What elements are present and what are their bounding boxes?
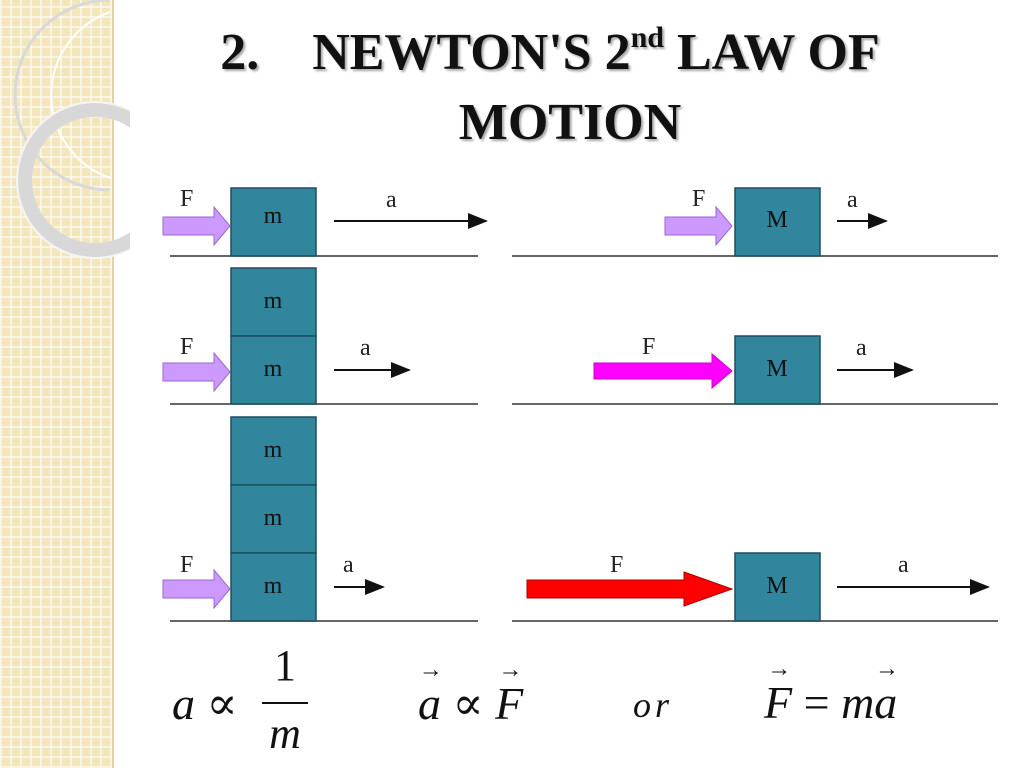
- acceleration-label: a: [360, 335, 371, 361]
- mass-label: m: [264, 437, 283, 463]
- force-label: F: [180, 186, 193, 212]
- force-arrow-small: [162, 568, 231, 610]
- mass-block: [230, 335, 317, 405]
- mass-block: [734, 335, 821, 405]
- acceleration-label: a: [386, 187, 397, 213]
- equals-symbol: =: [803, 677, 830, 728]
- title-line1: NEWTON'S 2: [312, 24, 631, 81]
- vector-f: F: [495, 677, 523, 730]
- fraction-bar: [262, 702, 308, 704]
- acceleration-label: a: [898, 552, 909, 578]
- mass-label: m: [264, 203, 283, 229]
- mass-block: [734, 187, 821, 257]
- vector-f: F: [764, 676, 792, 729]
- force-label: F: [180, 552, 193, 578]
- mass-label: M: [766, 573, 787, 599]
- mass-label: M: [766, 356, 787, 382]
- mass-block: [230, 484, 317, 554]
- acceleration-label: a: [856, 335, 867, 361]
- mass-label: M: [766, 207, 787, 233]
- mass-block: [230, 187, 317, 257]
- force-arrow-small: [664, 205, 733, 247]
- force-arrow-large: [526, 571, 734, 607]
- title-line1-end: LAW OF: [663, 24, 880, 81]
- vector-a: a: [418, 677, 441, 730]
- fraction-denominator: m: [269, 709, 301, 758]
- mass-label: m: [264, 505, 283, 531]
- ring-ornament-icon: [13, 0, 130, 259]
- formula-m: m: [841, 677, 875, 728]
- mass-label: m: [264, 356, 283, 382]
- mass-block: [734, 552, 821, 622]
- title-line2: MOTION: [458, 94, 682, 151]
- acceleration-label: a: [343, 552, 354, 578]
- force-label: F: [610, 552, 623, 578]
- force-label: F: [642, 334, 655, 360]
- formula-or: or: [633, 685, 674, 725]
- acceleration-label: a: [847, 187, 858, 213]
- formula-newton-second-law: F = ma: [764, 676, 897, 729]
- mass-label: m: [264, 573, 283, 599]
- formula-inverse-mass: a ∝: [172, 676, 238, 730]
- formula-a: a: [172, 678, 195, 729]
- force-label: F: [180, 334, 193, 360]
- force-label: F: [692, 186, 705, 212]
- fraction-numerator: 1: [274, 641, 296, 690]
- formula-proportional-force: a ∝ F: [418, 676, 523, 730]
- proportional-symbol: ∝: [206, 678, 238, 729]
- mass-label: m: [264, 288, 283, 314]
- force-arrow-medium: [593, 352, 733, 390]
- force-arrow-small: [162, 205, 231, 247]
- proportional-symbol: ∝: [452, 678, 484, 729]
- mass-block: [230, 552, 317, 622]
- title-superscript: nd: [630, 21, 664, 54]
- force-arrow-small: [162, 351, 231, 393]
- title-number: 2.: [220, 24, 260, 81]
- slide-title: 2. NEWTON'S 2nd LAW OF MOTION: [150, 18, 990, 158]
- vector-a: a: [874, 676, 897, 729]
